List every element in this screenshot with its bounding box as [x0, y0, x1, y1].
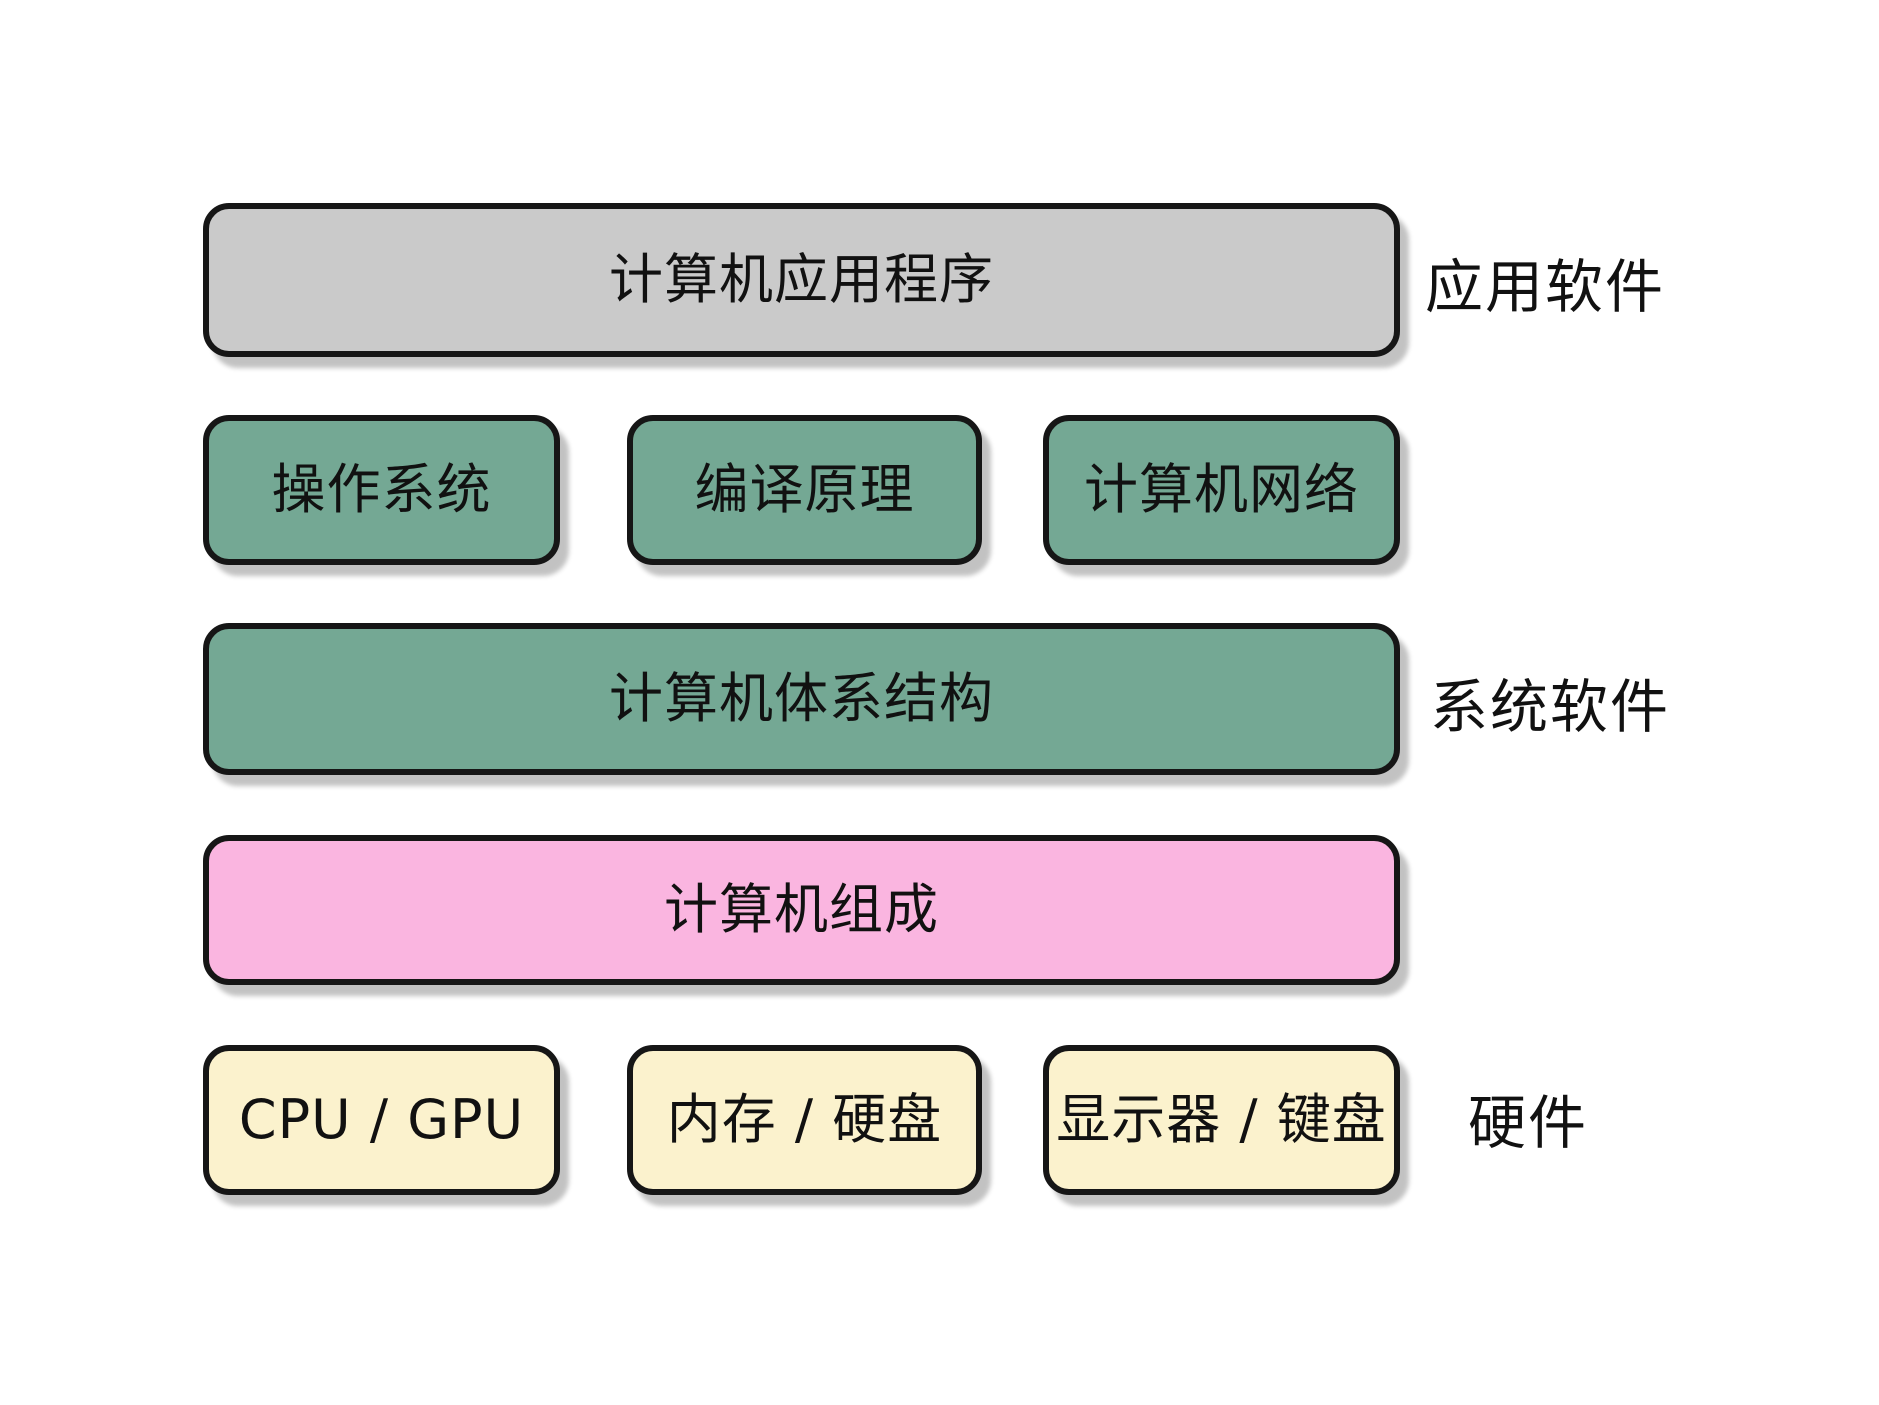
- box-computer-organization: 计算机组成: [203, 835, 1400, 985]
- label-application-software: 应用软件: [1425, 253, 1666, 321]
- box-display-keyboard: 显示器 / 键盘: [1043, 1045, 1400, 1195]
- box-operating-system: 操作系统: [203, 415, 560, 565]
- box-cpu-gpu: CPU / GPU: [203, 1045, 560, 1195]
- label-hardware: 硬件: [1468, 1089, 1589, 1157]
- box-computer-architecture: 计算机体系结构: [203, 623, 1400, 775]
- label-system-software: 系统软件: [1430, 673, 1671, 741]
- box-computer-applications: 计算机应用程序: [203, 203, 1400, 357]
- box-compiler-principles: 编译原理: [627, 415, 982, 565]
- box-computer-networks: 计算机网络: [1043, 415, 1400, 565]
- box-memory-disk: 内存 / 硬盘: [627, 1045, 982, 1195]
